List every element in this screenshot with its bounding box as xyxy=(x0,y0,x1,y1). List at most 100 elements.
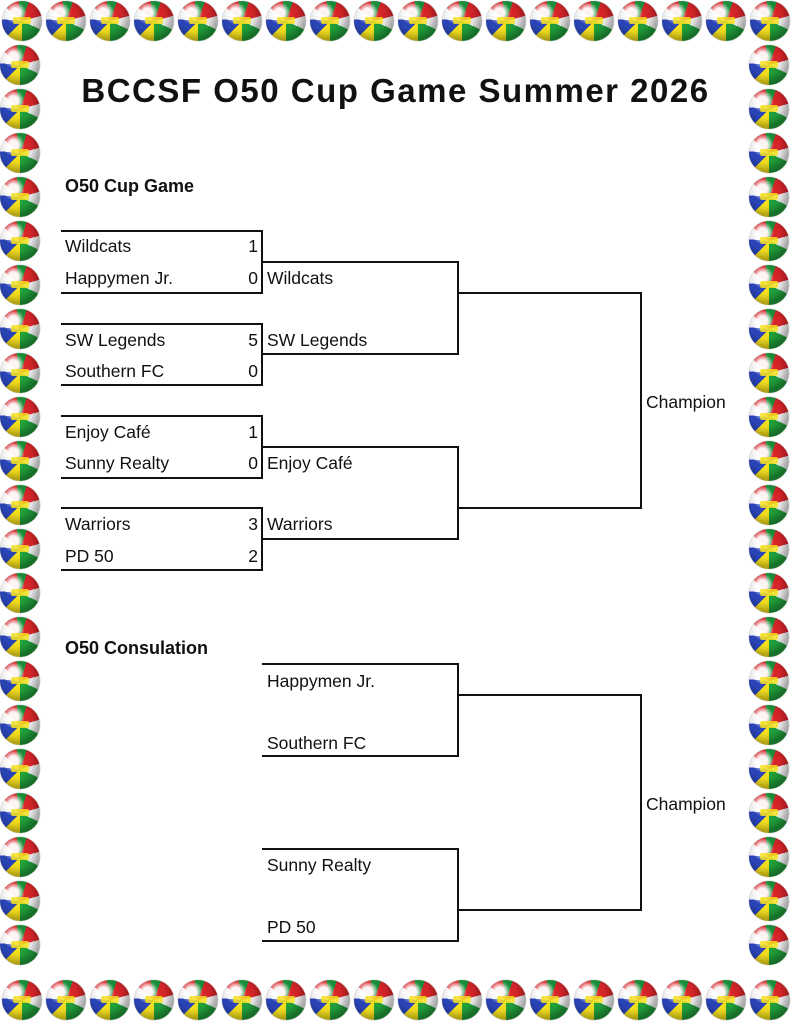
cup-heading: O50 Cup Game xyxy=(65,176,195,196)
team-name: Wildcats xyxy=(65,236,132,256)
team-name: SW Legends xyxy=(65,330,166,350)
soccer-ball-icon xyxy=(749,617,789,657)
soccer-ball-icon xyxy=(0,265,40,305)
soccer-ball-icon xyxy=(750,1,790,41)
team-score: 3 xyxy=(248,514,258,534)
soccer-ball-icon xyxy=(749,793,789,833)
soccer-ball-icon xyxy=(178,1,218,41)
soccer-ball-icon xyxy=(749,529,789,569)
soccer-ball-icon xyxy=(0,177,40,217)
advancing-team: SW Legends xyxy=(267,330,368,350)
soccer-ball-icon xyxy=(618,1,658,41)
bracket-line xyxy=(262,940,459,942)
champion-label: Champion xyxy=(646,392,726,412)
soccer-ball-icon xyxy=(0,529,40,569)
soccer-ball-icon xyxy=(0,133,40,173)
soccer-ball-icon xyxy=(398,1,438,41)
bracket-line xyxy=(640,292,642,509)
page-title: BCCSF O50 Cup Game Summer 2026 xyxy=(81,72,710,109)
soccer-ball-icon xyxy=(750,980,790,1020)
soccer-ball-icon xyxy=(0,441,40,481)
soccer-ball-icon xyxy=(310,1,350,41)
team-name: PD 50 xyxy=(267,917,316,937)
soccer-ball-icon xyxy=(354,1,394,41)
team-score: 0 xyxy=(248,361,258,381)
soccer-ball-icon xyxy=(749,925,789,965)
soccer-ball-icon xyxy=(0,45,40,85)
team-name: Southern FC xyxy=(65,361,165,381)
bracket-line xyxy=(61,477,263,479)
soccer-ball-icon xyxy=(0,661,40,701)
advancing-team: Wildcats xyxy=(267,268,334,288)
bracket-line xyxy=(61,230,263,232)
soccer-ball-icon xyxy=(749,309,789,349)
soccer-ball-icon xyxy=(749,265,789,305)
soccer-ball-icon xyxy=(134,980,174,1020)
soccer-ball-icon xyxy=(706,1,746,41)
soccer-ball-icon xyxy=(749,749,789,789)
bracket-line xyxy=(61,384,263,386)
soccer-ball-icon xyxy=(749,705,789,745)
team-score: 5 xyxy=(248,330,258,350)
bracket-line xyxy=(457,261,459,355)
soccer-ball-icon xyxy=(442,980,482,1020)
soccer-ball-icon xyxy=(266,980,306,1020)
advancing-team: Warriors xyxy=(267,514,333,534)
soccer-ball-icon xyxy=(0,573,40,613)
team-name: Happymen Jr. xyxy=(65,268,173,288)
soccer-ball-icon xyxy=(178,980,218,1020)
team-score: 1 xyxy=(248,236,258,256)
soccer-ball-icon xyxy=(706,980,746,1020)
soccer-ball-icon xyxy=(0,925,40,965)
soccer-ball-icon xyxy=(46,1,86,41)
team-name: Warriors xyxy=(65,514,131,534)
bracket-line xyxy=(457,446,459,540)
team-score: 0 xyxy=(248,268,258,288)
soccer-ball-icon xyxy=(749,441,789,481)
soccer-ball-icon xyxy=(90,980,130,1020)
soccer-ball-icon xyxy=(749,573,789,613)
bracket-line xyxy=(262,848,459,850)
bracket-line xyxy=(262,755,459,757)
team-score: 1 xyxy=(248,422,258,442)
soccer-ball-icon xyxy=(442,1,482,41)
soccer-ball-icon xyxy=(574,980,614,1020)
team-score: 2 xyxy=(248,546,258,566)
soccer-ball-icon xyxy=(2,980,42,1020)
soccer-ball-icon xyxy=(2,1,42,41)
team-score: 0 xyxy=(248,453,258,473)
bracket-line xyxy=(61,507,263,509)
soccer-ball-icon xyxy=(749,485,789,525)
bracket-line xyxy=(61,569,263,571)
soccer-ball-icon xyxy=(749,177,789,217)
bracket-line xyxy=(261,538,459,540)
soccer-ball-icon xyxy=(618,980,658,1020)
soccer-ball-icon xyxy=(398,980,438,1020)
soccer-ball-icon xyxy=(749,45,789,85)
soccer-ball-icon xyxy=(749,133,789,173)
soccer-ball-icon xyxy=(0,705,40,745)
soccer-ball-icon xyxy=(530,1,570,41)
soccer-ball-icon xyxy=(0,749,40,789)
soccer-ball-icon xyxy=(486,1,526,41)
bracket-line xyxy=(261,261,459,263)
bracket-line xyxy=(457,909,642,911)
champion-label: Champion xyxy=(646,794,726,814)
advancing-team: Enjoy Café xyxy=(267,453,353,473)
soccer-ball-icon xyxy=(0,89,40,129)
soccer-ball-icon xyxy=(749,397,789,437)
bracket-line xyxy=(457,292,642,294)
bracket-line xyxy=(457,663,459,757)
soccer-ball-icon xyxy=(0,881,40,921)
soccer-ball-icon xyxy=(222,1,262,41)
soccer-ball-icon xyxy=(574,1,614,41)
soccer-ball-icon xyxy=(749,661,789,701)
bracket-line xyxy=(61,292,263,294)
soccer-ball-icon xyxy=(749,221,789,261)
bracket-line xyxy=(262,663,459,665)
team-name: PD 50 xyxy=(65,546,114,566)
soccer-ball-icon xyxy=(0,397,40,437)
consolation-heading: O50 Consulation xyxy=(65,638,209,658)
soccer-ball-icon xyxy=(662,980,702,1020)
soccer-ball-icon xyxy=(354,980,394,1020)
